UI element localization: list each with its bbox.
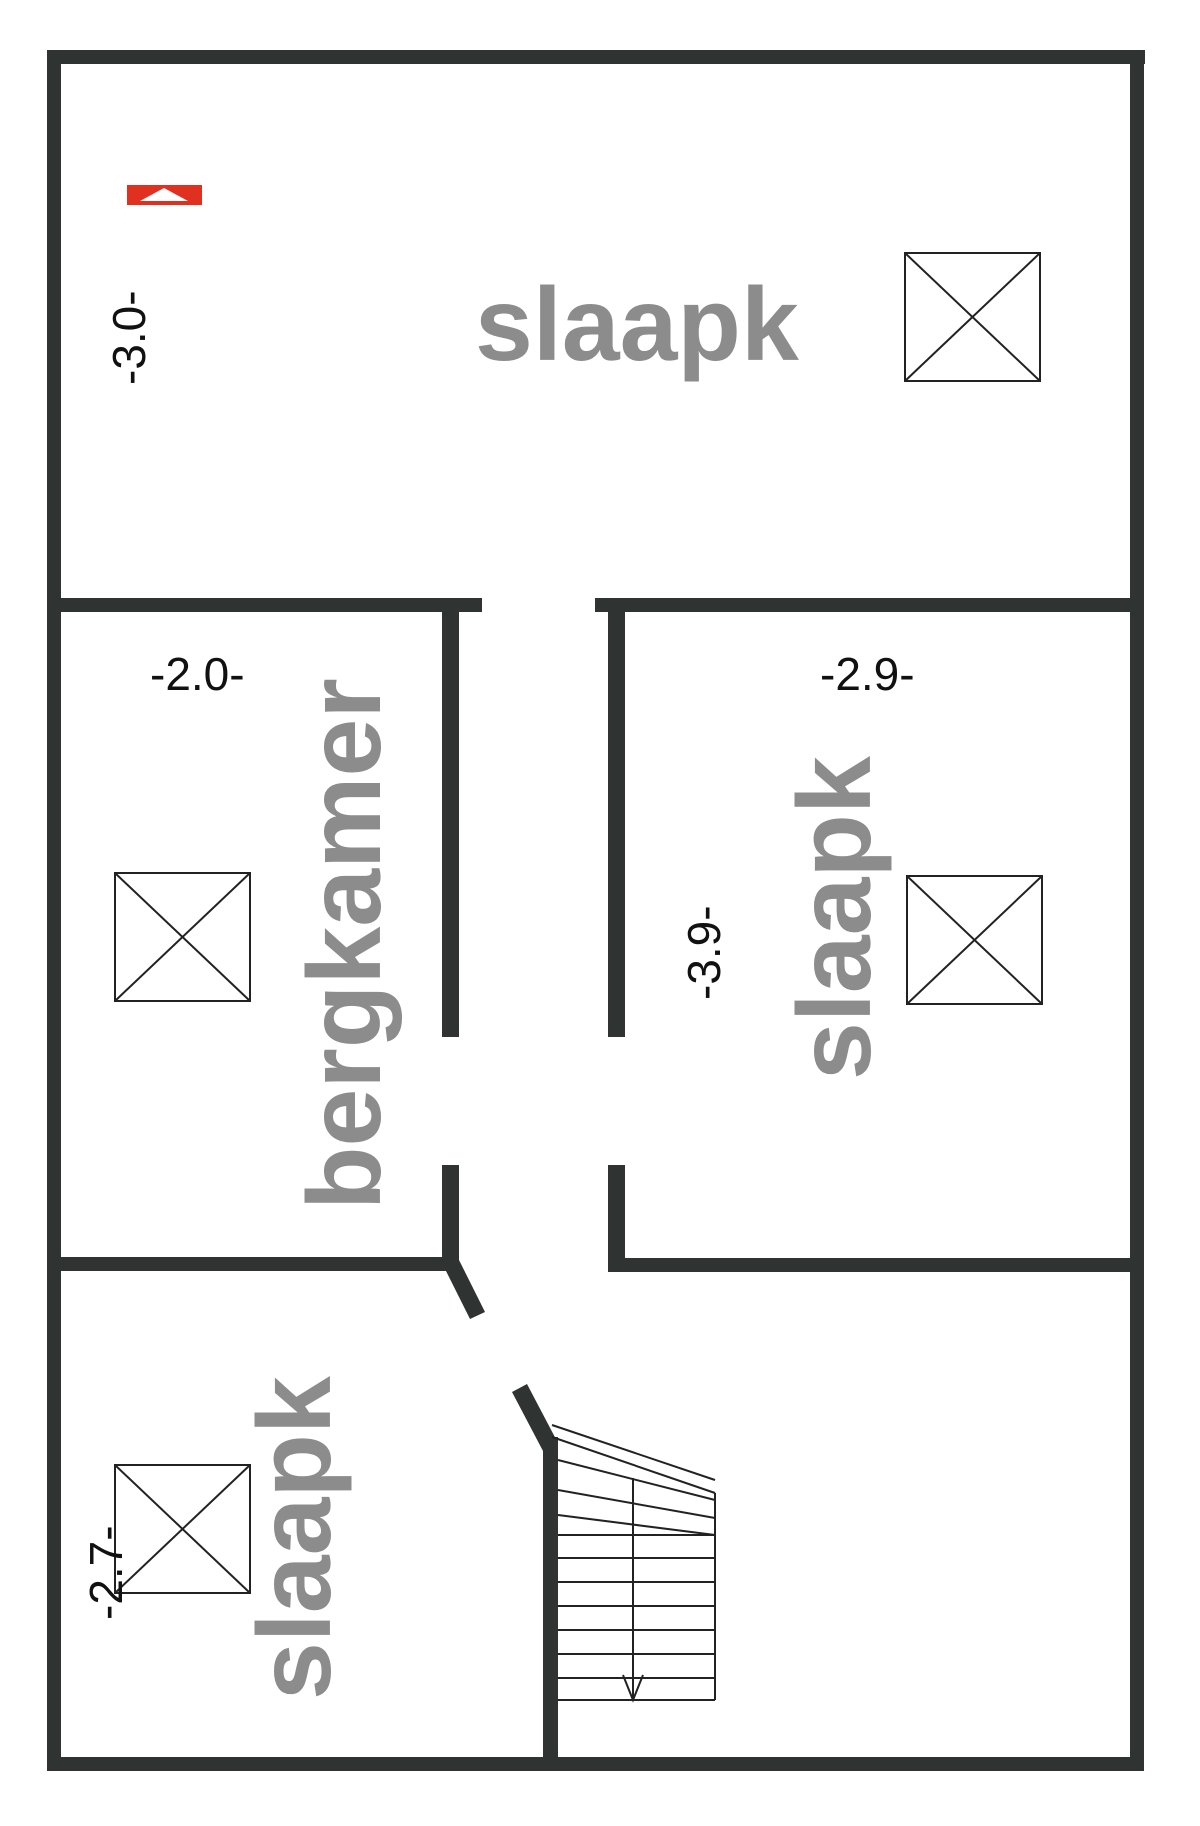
interior-walls [47,598,1144,1771]
outer-wall-left [47,50,61,1770]
wall-top-room-right [595,598,1144,612]
dimension-top-vertical: -3.0- [103,290,155,385]
room-label-right-bedroom: slaapk [777,756,893,1080]
room-label-storage: bergkamer [287,678,403,1210]
outer-wall-bottom [47,1757,1144,1771]
skylight-window-icon [114,872,251,1002]
staircase-icon [551,1424,716,1703]
wall-right-room-bottom [608,1258,1144,1272]
skylight-window-icon [904,252,1041,382]
skylight-window-icon [906,875,1043,1005]
room-label-top-bedroom: slaapk [475,267,799,383]
outer-wall-top [50,50,1145,64]
door-leaf-stairs [512,1384,558,1451]
wall-right-room-lower [608,1165,625,1271]
wall-top-room-left [47,598,482,612]
room-label-bottom-bedroom: slaapk [237,1376,353,1700]
wall-stairs [543,1437,558,1771]
dimension-right-width: -2.9- [820,648,915,700]
wall-right-room-upper [608,612,625,1037]
skylight-window-icon [114,1464,251,1594]
outer-walls [47,50,1145,1771]
outer-wall-right [1130,50,1144,1770]
door-leaf-storage [443,1258,485,1319]
wall-storage-bottom [47,1257,459,1271]
wall-storage-lower [442,1165,459,1270]
red-home-marker-icon [127,185,202,205]
wall-storage-upper [442,612,459,1037]
dimension-right-height: -3.9- [678,905,730,1000]
dimension-bottom-left: -2.7- [80,1525,132,1620]
dimension-storage-width: -2.0- [150,648,245,700]
